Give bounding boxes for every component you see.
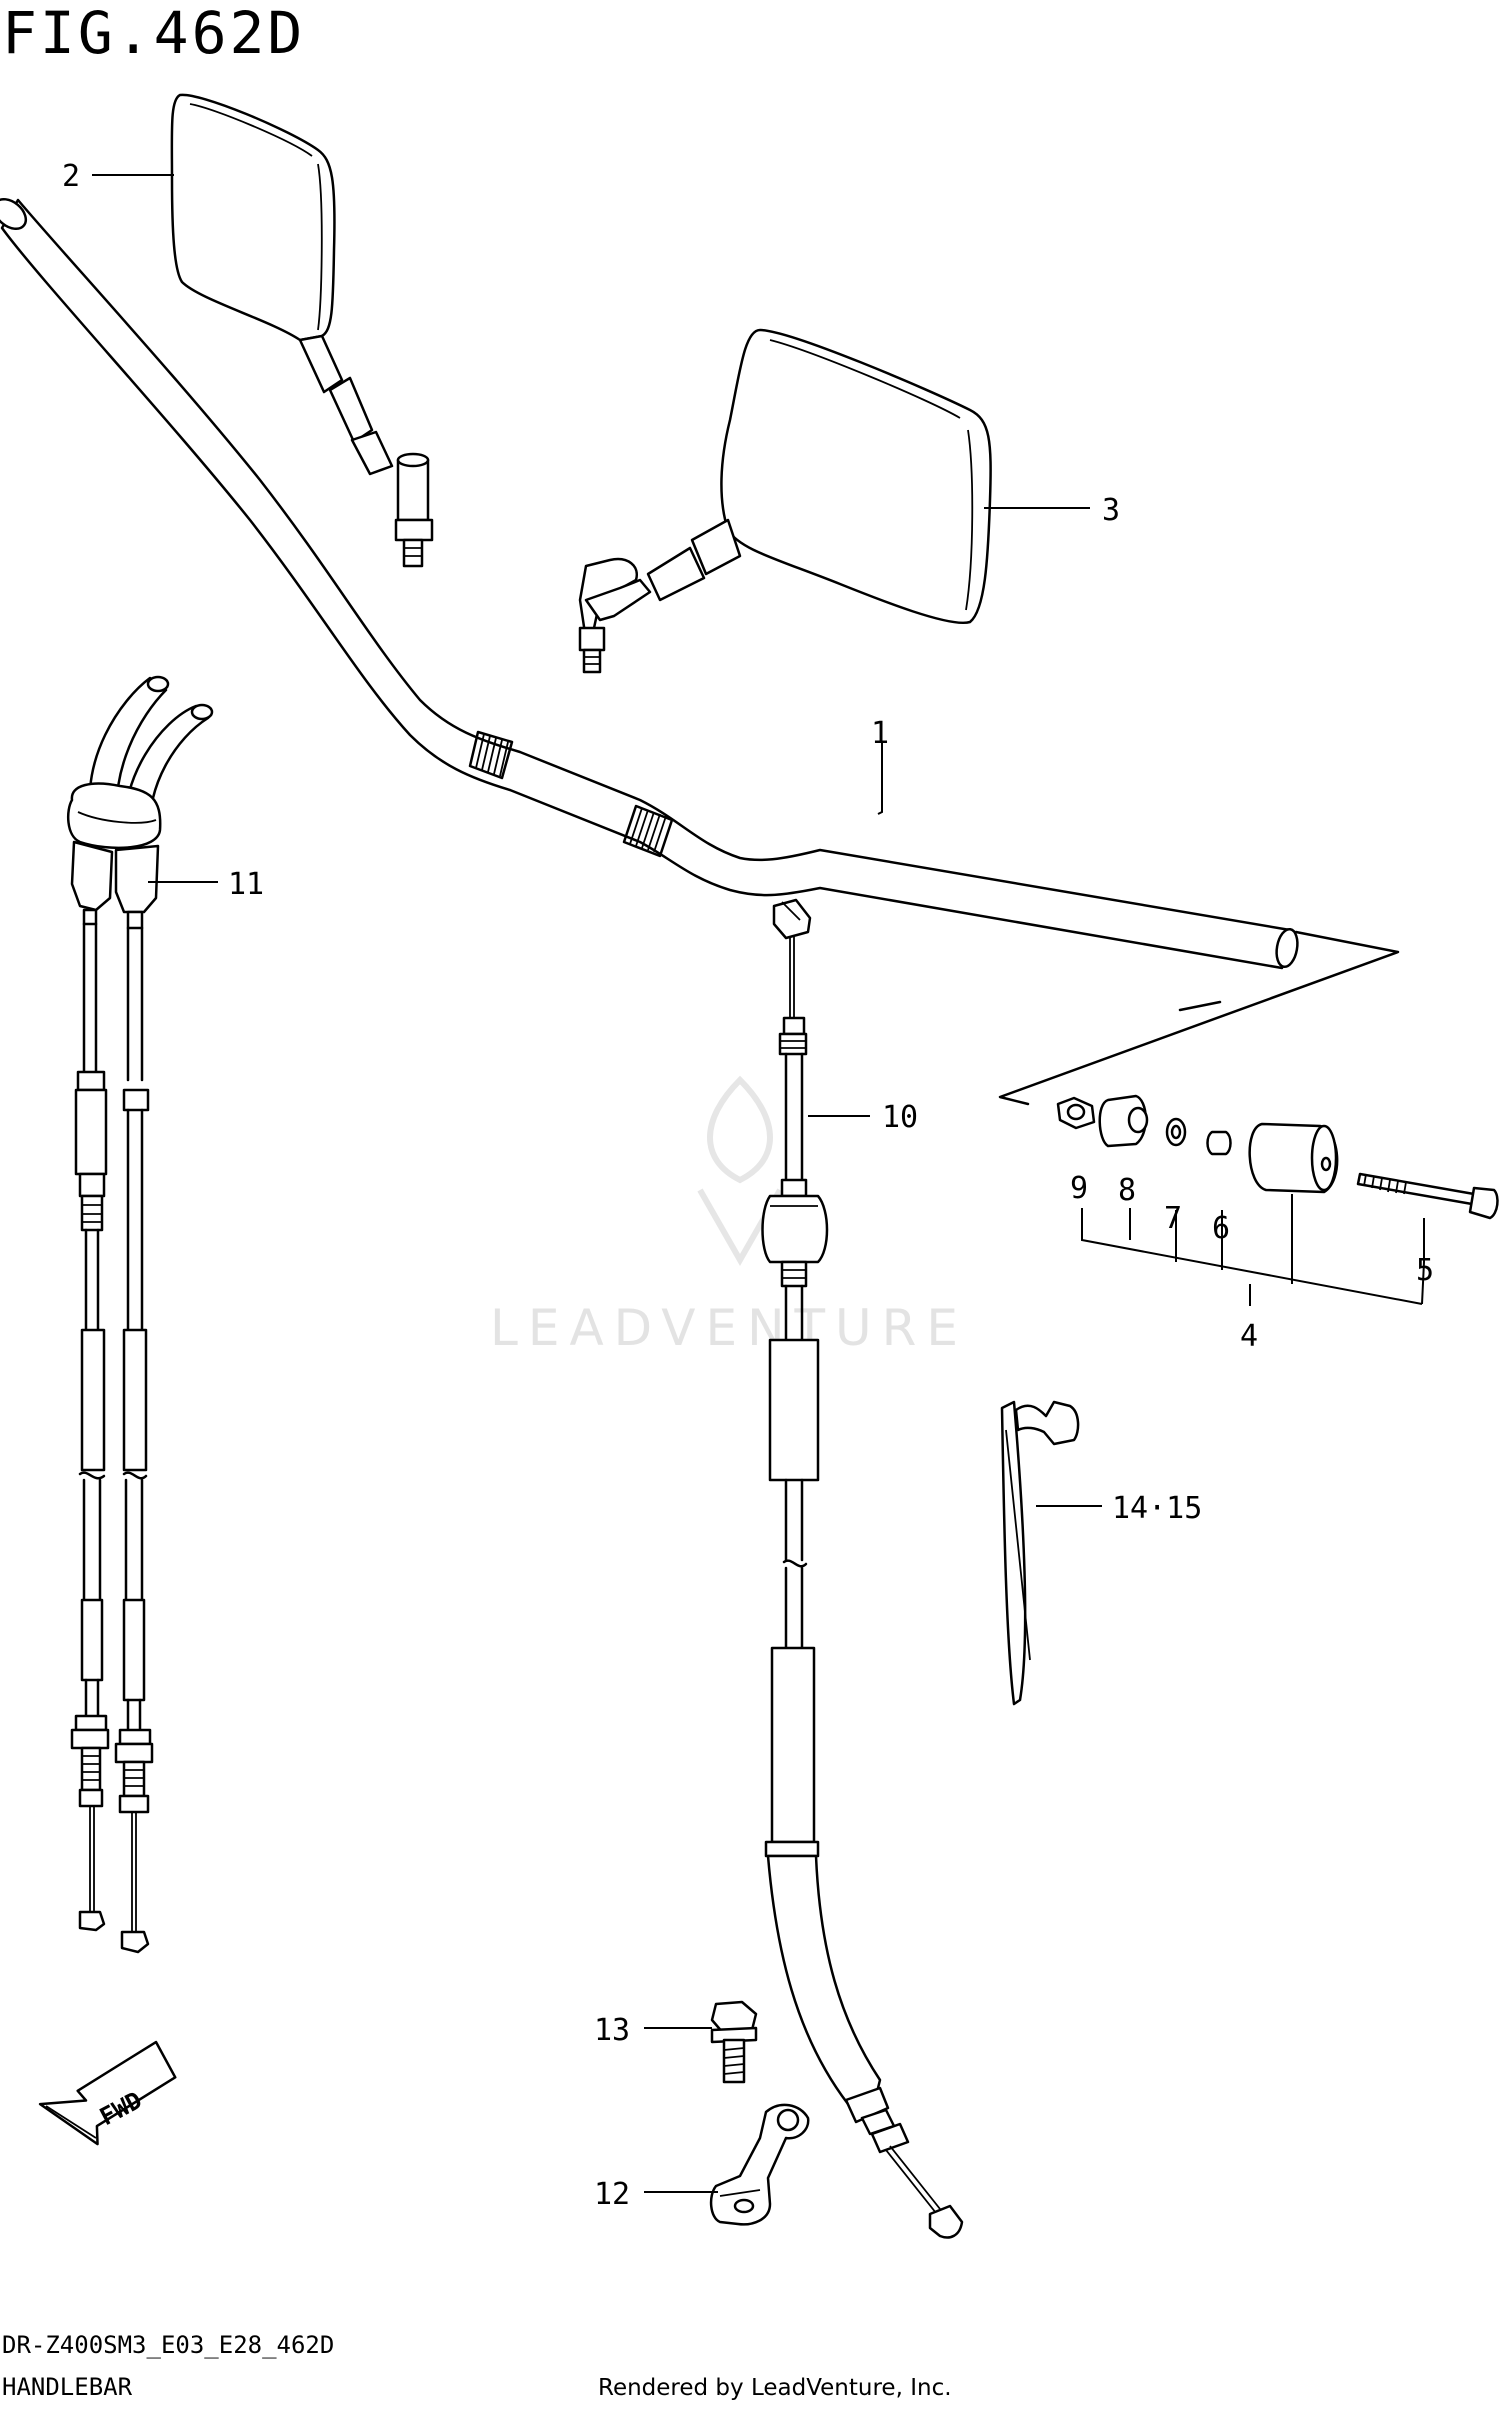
handlebar-knurl-right (622, 804, 674, 858)
callout-13: 13 (594, 2013, 630, 2048)
callout-7: 7 (1164, 1201, 1182, 1236)
part-6-spacer (1206, 1130, 1232, 1156)
callout-2: 2 (62, 159, 80, 194)
part-14-15-cable-tie (1000, 1400, 1080, 1706)
callout-1: 1 (871, 716, 889, 751)
part-12-bracket (709, 2103, 810, 2226)
mirror-right (578, 328, 992, 674)
part-8-collar (1098, 1094, 1149, 1148)
callout-6: 6 (1212, 1211, 1230, 1246)
callout-8: 8 (1118, 1173, 1136, 1208)
callout-9: 9 (1070, 1171, 1088, 1206)
model-code: DR-Z400SM3_E03_E28_462D (2, 2331, 335, 2359)
bar-end-assembly (998, 930, 1499, 1306)
part-5-bolt (1356, 1172, 1499, 1220)
page-name: HANDLEBAR (2, 2373, 133, 2401)
handlebar (0, 197, 1299, 970)
part-13-bolt (710, 2000, 758, 2084)
part-9-nut (1056, 1096, 1096, 1130)
callout-14-15: 14·15 (1112, 1491, 1202, 1526)
clutch-cable (761, 898, 964, 2239)
callout-labels: 2 3 1 10 11 9 8 7 6 5 4 14·15 13 12 (62, 159, 1434, 2212)
figure-title: FIG.462D (2, 0, 306, 67)
callout-3: 3 (1102, 493, 1120, 528)
render-credit: Rendered by LeadVenture, Inc. (598, 2375, 952, 2401)
callout-leaders (92, 174, 1102, 2193)
throttle-cables (66, 675, 214, 1954)
watermark-text: LEADVENTURE (490, 1299, 968, 1357)
mirror-left (170, 93, 434, 568)
callout-5: 5 (1416, 1253, 1434, 1288)
callout-12: 12 (594, 2177, 630, 2212)
watermark: LEADVENTURE (490, 1075, 968, 1357)
handlebar-knurl-left (468, 730, 514, 780)
callout-4: 4 (1240, 1319, 1258, 1354)
part-4-balancer-weight (1248, 1122, 1339, 1194)
callout-10: 10 (882, 1100, 918, 1135)
fwd-arrow-icon: FWD (38, 2040, 177, 2146)
part-7-washer (1165, 1117, 1187, 1147)
callout-11: 11 (228, 867, 264, 902)
